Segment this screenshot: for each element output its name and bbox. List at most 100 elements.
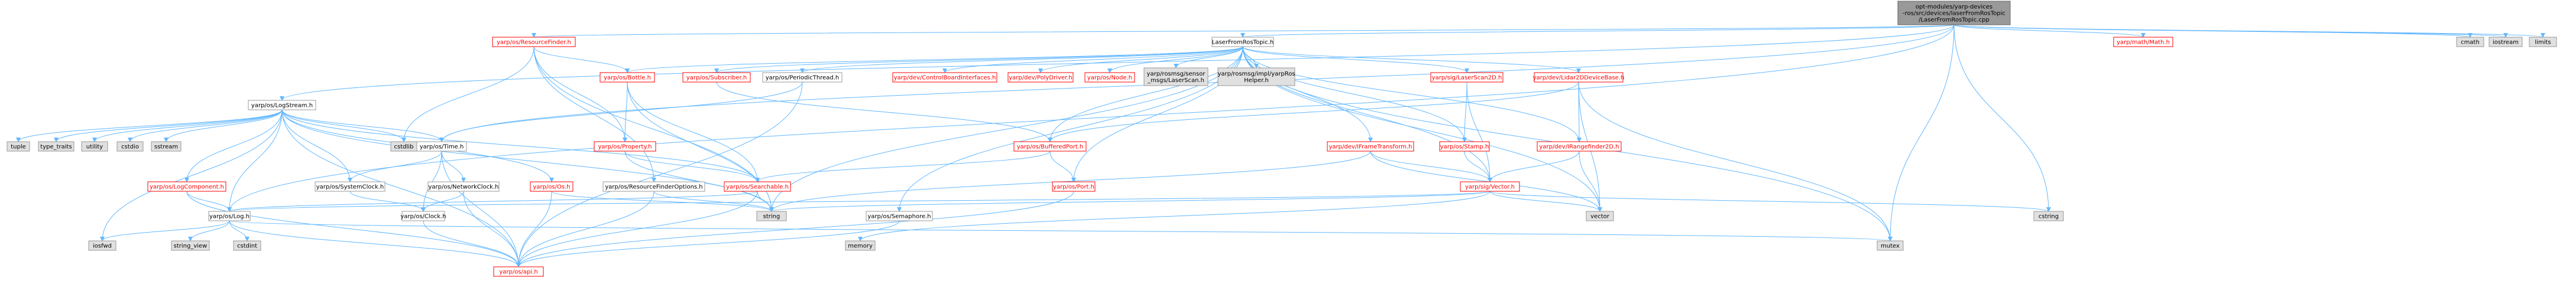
- node-label: cstdio: [121, 144, 139, 151]
- node-yarp-os-clock-h[interactable]: yarp/os/Clock.h: [400, 211, 446, 221]
- node-box: [2529, 37, 2557, 47]
- node-yarp-sig-laserscan2d-h[interactable]: yarp/sig/LaserScan2D.h: [1430, 72, 1504, 83]
- edge-logstream-to-sstream: [164, 109, 283, 142]
- node-yarp-os-searchable-h[interactable]: yarp/os/Searchable.h: [724, 181, 791, 192]
- node-box: [7, 141, 30, 152]
- node-cstring: cstring: [2033, 211, 2064, 221]
- node-yarp-dev-iframetransform-h[interactable]: yarp/dev/IFrameTransform.h: [1327, 141, 1414, 152]
- edge-lfrt-to-subscriber: [714, 46, 1243, 73]
- node-box: [892, 72, 997, 83]
- edge-lfrt-to-lidar: [1242, 46, 1581, 73]
- node-yarp-sig-vector-h[interactable]: yarp/sig/Vector.h: [1460, 181, 1520, 192]
- edge-logstream-to-tuple: [16, 109, 283, 142]
- node-label: LaserFromRosTopic.h: [1212, 40, 1274, 46]
- node-iostream: iostream: [2488, 37, 2523, 47]
- node-box: [492, 37, 576, 47]
- node-label: /LaserFromRosTopic.cpp: [1919, 17, 1989, 24]
- edge-oslog-to-iosfwd: [100, 220, 230, 241]
- edge-bottle-to-searchable: [627, 81, 760, 182]
- node-yarp-os-bufferedport-h[interactable]: yarp/os/BufferedPort.h: [1013, 141, 1087, 152]
- node-box: [171, 240, 210, 251]
- node-yarp-os-log-h[interactable]: yarp/os/Log.h: [208, 211, 251, 221]
- node-box: [208, 211, 251, 221]
- edge-searchable-to-oslog: [227, 191, 758, 212]
- edge-logstream-to-api: [281, 109, 521, 267]
- node-yarp-os-resourcefinderoptions-h[interactable]: yarp/os/ResourceFinderOptions.h: [602, 181, 705, 192]
- edge-logcomp-to-api: [186, 191, 521, 267]
- edge-vector-to-memory: [858, 191, 1490, 241]
- edge-vector-to-cstring: [1489, 191, 2051, 212]
- edge-lidar-to-bufport: [1048, 81, 1579, 142]
- node-label: string: [763, 214, 780, 220]
- node-yarp-os-logstream-h[interactable]: yarp/os/LogStream.h: [248, 100, 316, 110]
- edge-logstream-to-sysclock: [281, 109, 352, 182]
- edge-rfoptions-to-string: [653, 191, 774, 212]
- node-yarp-dev-controlboardinterfaces-h[interactable]: yarp/dev/ControlBoardInterfaces.h: [892, 72, 997, 83]
- node-yarp-os-periodicthread-h[interactable]: yarp/os/PeriodicThread.h: [762, 72, 843, 83]
- node-label: sstream: [154, 144, 178, 151]
- edge-netclock-to-clock: [421, 191, 464, 212]
- node-label: yarp/dev/PolyDriver.h: [1009, 75, 1072, 81]
- edge-searchable-to-api: [516, 191, 758, 267]
- node-yarp-os-api-h[interactable]: yarp/os/api.h: [493, 266, 544, 277]
- node-yarp-os-port-h[interactable]: yarp/os/Port.h: [1052, 181, 1096, 192]
- node-yarp-os-subscriber-h[interactable]: yarp/os/Subscriber.h: [682, 72, 751, 83]
- edge-bufport-to-searchable: [755, 151, 1051, 182]
- node-box: [1897, 1, 2011, 25]
- node-label: yarp/os/Node.h: [1087, 75, 1132, 81]
- node-label: limits: [2535, 40, 2551, 46]
- node-yarp-os-networkclock-h[interactable]: yarp/os/NetworkClock.h: [427, 181, 500, 192]
- node-box: [602, 181, 705, 192]
- node-label: tuple: [11, 144, 26, 151]
- edge-lfrt-to-ls2d: [1242, 46, 1469, 73]
- edge-resfinder-to-property: [533, 46, 627, 142]
- node-yarp-os-property-h[interactable]: yarp/os/Property.h: [594, 141, 656, 152]
- edge-logstream-to-utility: [92, 109, 283, 142]
- node-label: mutex: [1881, 243, 1900, 250]
- edge-lfrt-to-stdvector: [1242, 46, 1602, 212]
- edge-oslog-to-api: [229, 220, 521, 267]
- node-box: [1217, 67, 1295, 86]
- node-yarp-os-logcomponent-h[interactable]: yarp/os/LogComponent.h: [147, 181, 226, 192]
- edge-resfinder-to-bottle: [533, 46, 630, 73]
- node-label: yarp/os/Searchable.h: [726, 184, 789, 191]
- node-label: yarp/os/Os.h: [533, 184, 570, 191]
- node-vector: vector: [1586, 211, 1614, 221]
- node-box: [762, 72, 843, 83]
- edge-semaphore-to-api: [516, 220, 900, 267]
- node-yarp-os-stamp-h[interactable]: yarp/os/Stamp.h: [1439, 141, 1490, 152]
- node-box: [38, 141, 74, 152]
- node-label: yarp/os/BufferedPort.h: [1017, 144, 1084, 151]
- node-box: [427, 181, 500, 192]
- node-yarp-os-resourcefinder-h[interactable]: yarp/os/ResourceFinder.h: [492, 37, 576, 47]
- node-yarp-os-os-h[interactable]: yarp/os/Os.h: [530, 181, 573, 192]
- node-yarp-os-time-h[interactable]: yarp/os/Time.h: [416, 141, 467, 152]
- node-yarp-dev-irangefinder2d-h[interactable]: yarp/dev/IRangefinder2D.h: [1537, 141, 1622, 152]
- node-yarp-os-systemclock-h[interactable]: yarp/os/SystemClock.h: [315, 181, 385, 192]
- node-yarp-os-bottle-h[interactable]: yarp/os/Bottle.h: [600, 72, 655, 83]
- node-cstdint: cstdint: [233, 240, 261, 251]
- node-box: [1877, 240, 1904, 251]
- node-yarp-math-math-h[interactable]: yarp/math/Math.h: [2113, 37, 2173, 47]
- edge-rangefinder-to-vector: [1488, 151, 1580, 182]
- node-box: [682, 72, 751, 83]
- node-yarp-os-node-h[interactable]: yarp/os/Node.h: [1084, 72, 1135, 83]
- node-laserfromrostopic-h[interactable]: LaserFromRosTopic.h: [1211, 37, 1274, 47]
- node-yarp-os-semaphore-h[interactable]: yarp/os/Semaphore.h: [866, 211, 933, 221]
- node-label: yarp/os/Clock.h: [400, 214, 446, 220]
- edge-root-to-mutex: [1888, 24, 1955, 241]
- edge-rangefinder-to-stdvector: [1579, 151, 1602, 212]
- edge-ostime-to-sysclock: [348, 151, 442, 182]
- edge-lfrt-to-string: [769, 46, 1243, 212]
- node-label: yarp/sig/Vector.h: [1465, 184, 1515, 191]
- edge-property-to-searchable: [624, 151, 760, 182]
- node-label: yarp/math/Math.h: [2117, 40, 2170, 46]
- edge-lfrt-to-cbi: [942, 46, 1243, 73]
- edge-root-to-mathmath: [1953, 24, 2146, 38]
- edge-frametf-to-stdvector: [1370, 151, 1602, 212]
- edge-lidar-to-mutex: [1578, 81, 1893, 241]
- edge-frametf-to-string: [769, 151, 1371, 212]
- node-label: iosfwd: [93, 243, 112, 250]
- node-yarp-dev-lidar2ddevicebase-h[interactable]: yarp/dev/Lidar2DDeviceBase.h: [1533, 72, 1625, 83]
- node-yarp-dev-polydriver-h[interactable]: yarp/dev/PolyDriver.h: [1007, 72, 1074, 83]
